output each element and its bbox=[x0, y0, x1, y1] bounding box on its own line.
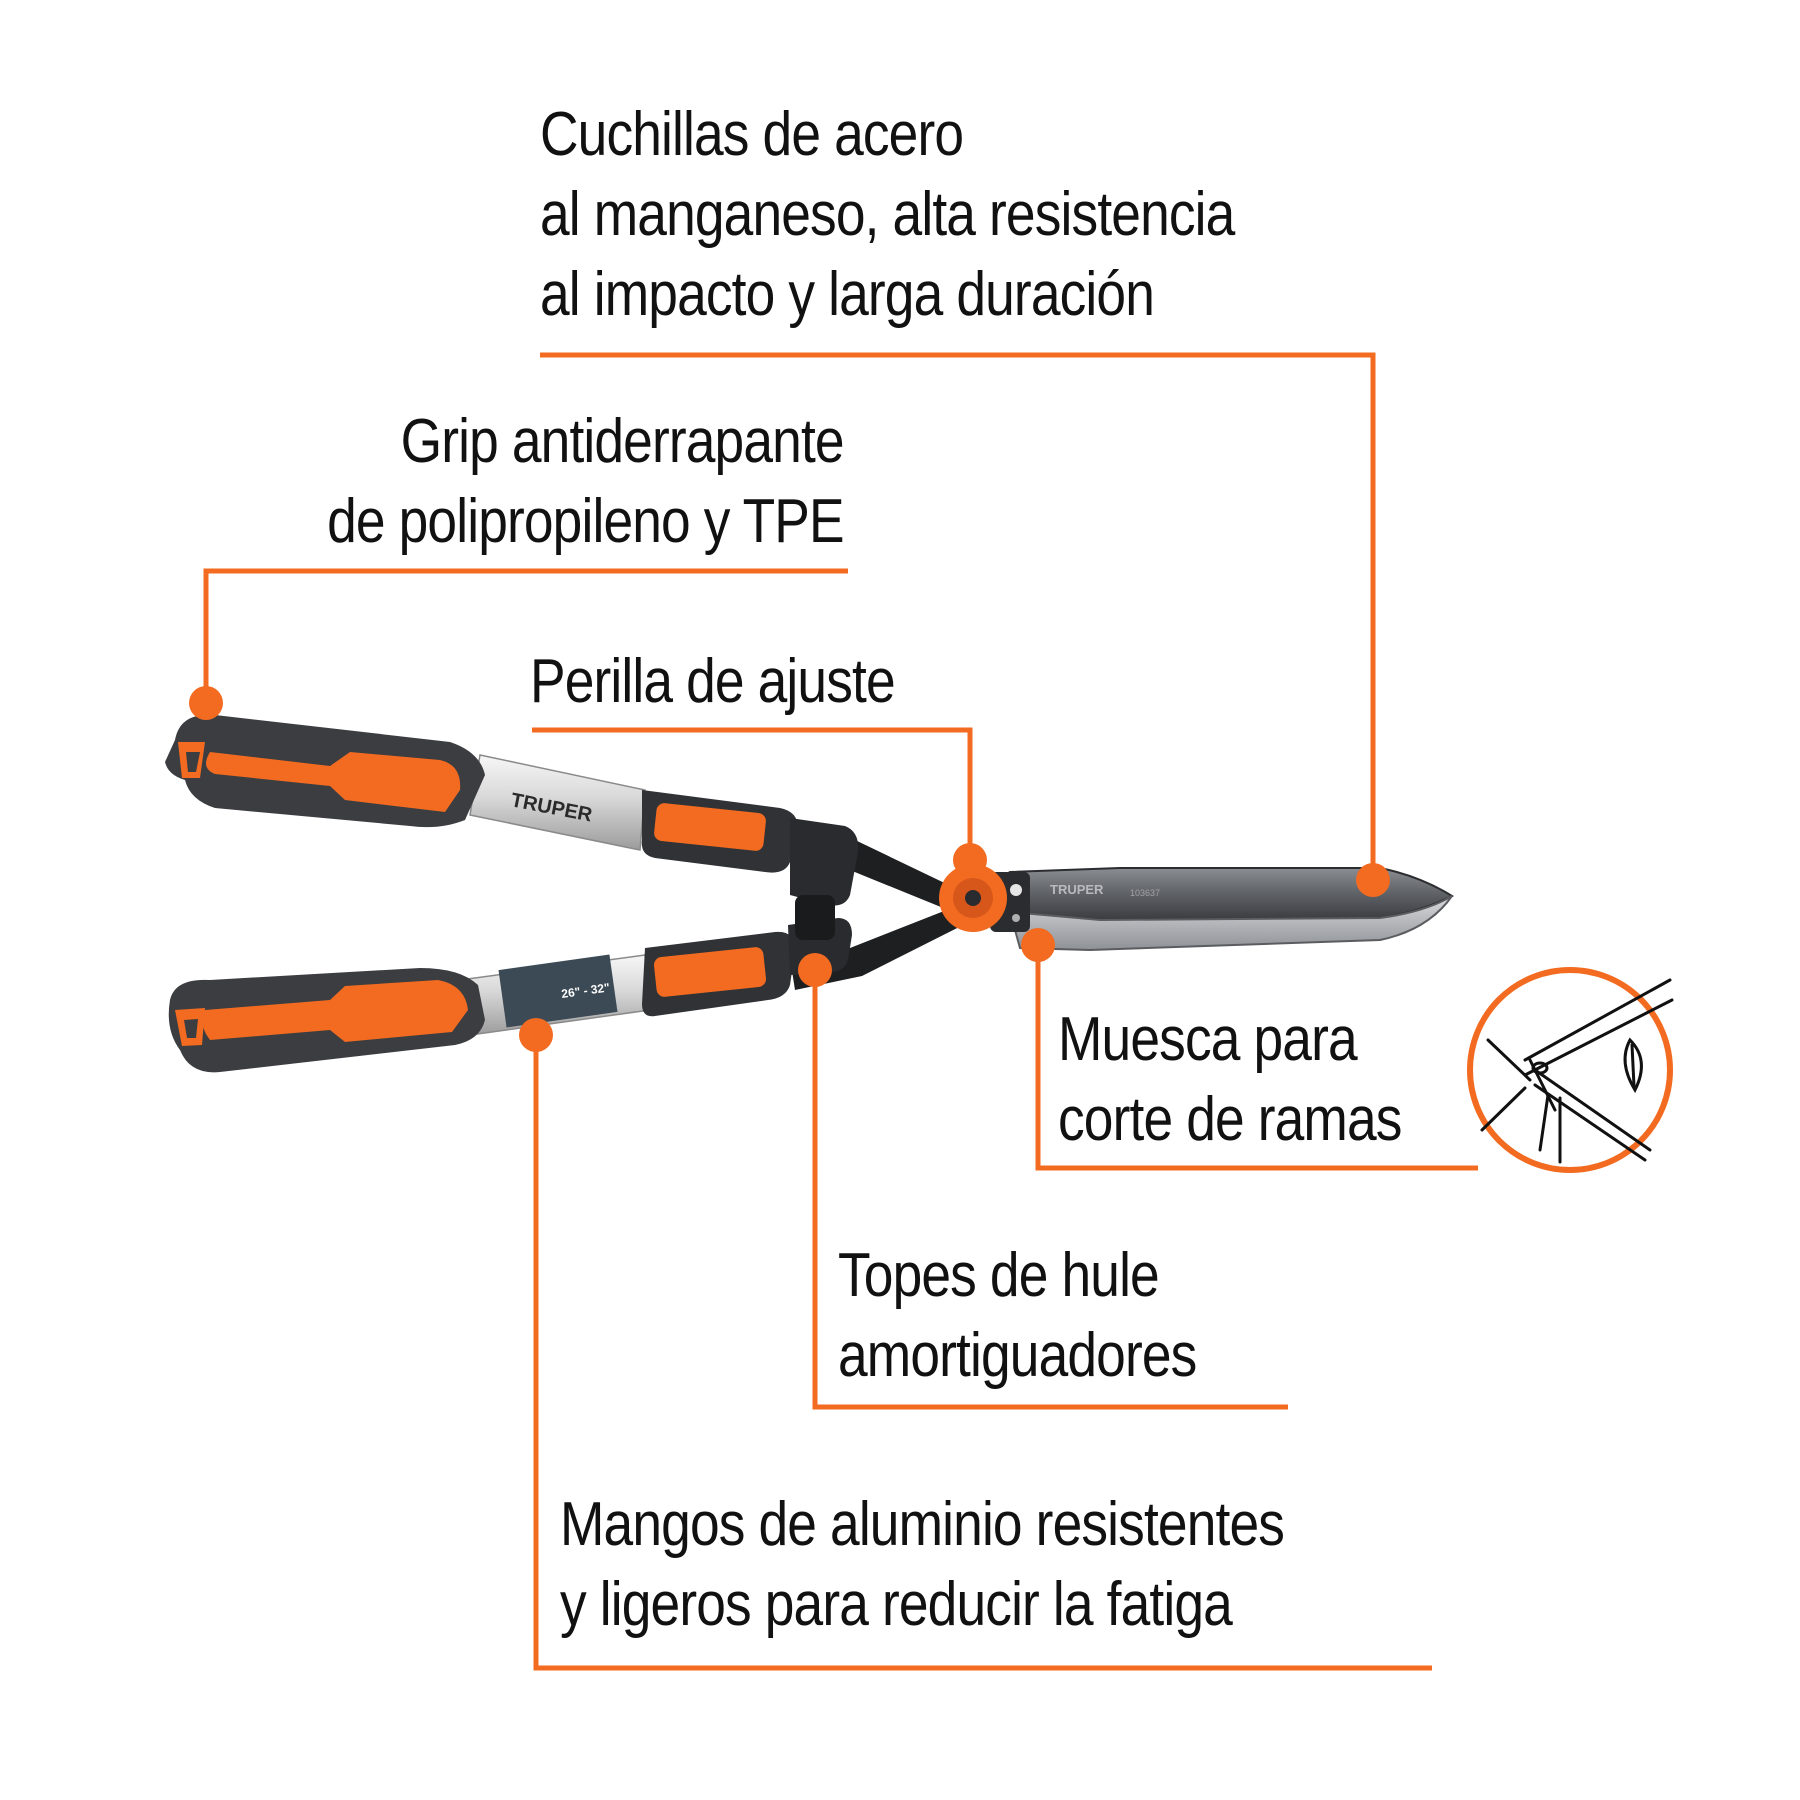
notch-callout-dot bbox=[1021, 928, 1055, 962]
rubber-bumper bbox=[795, 895, 835, 940]
grip-leader-line bbox=[203, 568, 848, 703]
upper-grip-inlay bbox=[206, 752, 461, 812]
bumpers-feature-line-1: Topes de hule bbox=[838, 1241, 1160, 1310]
blades-callout-dot bbox=[1356, 863, 1390, 897]
lower-grip-inlay bbox=[202, 980, 468, 1042]
knob-feature-label: Perilla de ajuste bbox=[530, 642, 896, 722]
notch-branch-end bbox=[1531, 1061, 1549, 1075]
bumpers-callout-dot bbox=[798, 953, 832, 987]
blade-model-text: 103637 bbox=[1130, 888, 1160, 898]
grip-feature-line-2: de polipropileno y TPE bbox=[327, 487, 844, 556]
notch-feature-line-1: Muesca para bbox=[1058, 1005, 1358, 1074]
notch-leaf-vein bbox=[1630, 1043, 1636, 1088]
upper-grip-hook-hole bbox=[186, 752, 200, 772]
notch-blade-line-3 bbox=[1533, 1068, 1652, 1152]
handles-feature-line-1: Mangos de aluminio resistentes bbox=[560, 1490, 1285, 1559]
upper-collar bbox=[790, 818, 859, 906]
lower-handle: 26" - 32" bbox=[168, 918, 852, 1073]
notch-handle-line-1 bbox=[1486, 1038, 1532, 1082]
adjustment-knob bbox=[939, 864, 1007, 932]
lower-blade bbox=[1008, 895, 1453, 952]
notch-detail-illustration bbox=[1467, 967, 1674, 1173]
blades-feature-label: Cuchillas de acero al manganeso, alta re… bbox=[540, 95, 1235, 335]
blades-feature-line-3: al impacto y larga duración bbox=[540, 260, 1155, 329]
grip-feature-line-1: Grip antiderrapante bbox=[400, 407, 845, 476]
handles-feature-label: Mangos de aluminio resistentes y ligeros… bbox=[560, 1485, 1285, 1645]
lower-grip-hook-hole bbox=[184, 1019, 198, 1038]
grip-feature-label: Grip antiderrapante de polipropileno y T… bbox=[327, 402, 844, 562]
bumpers-feature-line-2: amortiguadores bbox=[838, 1321, 1197, 1390]
upper-lock-tab bbox=[654, 803, 766, 851]
notch-blade-line-1 bbox=[1523, 978, 1672, 1062]
blade-brand-text: TRUPER bbox=[1050, 882, 1104, 897]
handles-feature-line-2: y ligeros para reducir la fatiga bbox=[560, 1570, 1233, 1639]
notch-detail-circle bbox=[1467, 967, 1673, 1173]
handles-leader-line bbox=[533, 1035, 1432, 1671]
blade-rivet bbox=[1010, 884, 1022, 896]
notch-blade-line-4 bbox=[1533, 1083, 1647, 1162]
notch-feature-label: Muesca para corte de ramas bbox=[1058, 1000, 1402, 1160]
callout-lines bbox=[203, 352, 1478, 1671]
notch-feature-line-2: corte de ramas bbox=[1058, 1085, 1402, 1154]
blades-leader-line bbox=[540, 352, 1376, 880]
blade-rivet-lower bbox=[1012, 914, 1020, 922]
grip-callout-dot bbox=[189, 686, 223, 720]
notch-blade-line-2 bbox=[1523, 998, 1674, 1077]
notch-leaf bbox=[1623, 1037, 1643, 1094]
blades-feature-line-1: Cuchillas de acero bbox=[540, 100, 964, 169]
notch-leader-line bbox=[1035, 945, 1478, 1171]
knob-leader-line bbox=[532, 727, 973, 860]
lower-lock-tab bbox=[654, 947, 766, 997]
knob-center bbox=[965, 890, 981, 906]
callout-dots bbox=[189, 686, 1390, 1052]
bumpers-feature-label: Topes de hule amortiguadores bbox=[838, 1236, 1197, 1396]
handle-sticker-text: 26" - 32" bbox=[560, 980, 610, 1001]
blades-feature-line-2: al manganeso, alta resistencia bbox=[540, 180, 1235, 249]
notch-handle-line-3 bbox=[1538, 1093, 1550, 1152]
upper-handle: TRUPER bbox=[165, 714, 859, 906]
notch-handle-line-2 bbox=[1480, 1086, 1527, 1132]
handle-sticker bbox=[498, 954, 618, 1028]
bumpers-leader-line bbox=[812, 970, 1288, 1410]
knob-callout-dot bbox=[953, 843, 987, 877]
knob-feature-line-1: Perilla de ajuste bbox=[530, 647, 896, 716]
handles-callout-dot bbox=[519, 1018, 553, 1052]
